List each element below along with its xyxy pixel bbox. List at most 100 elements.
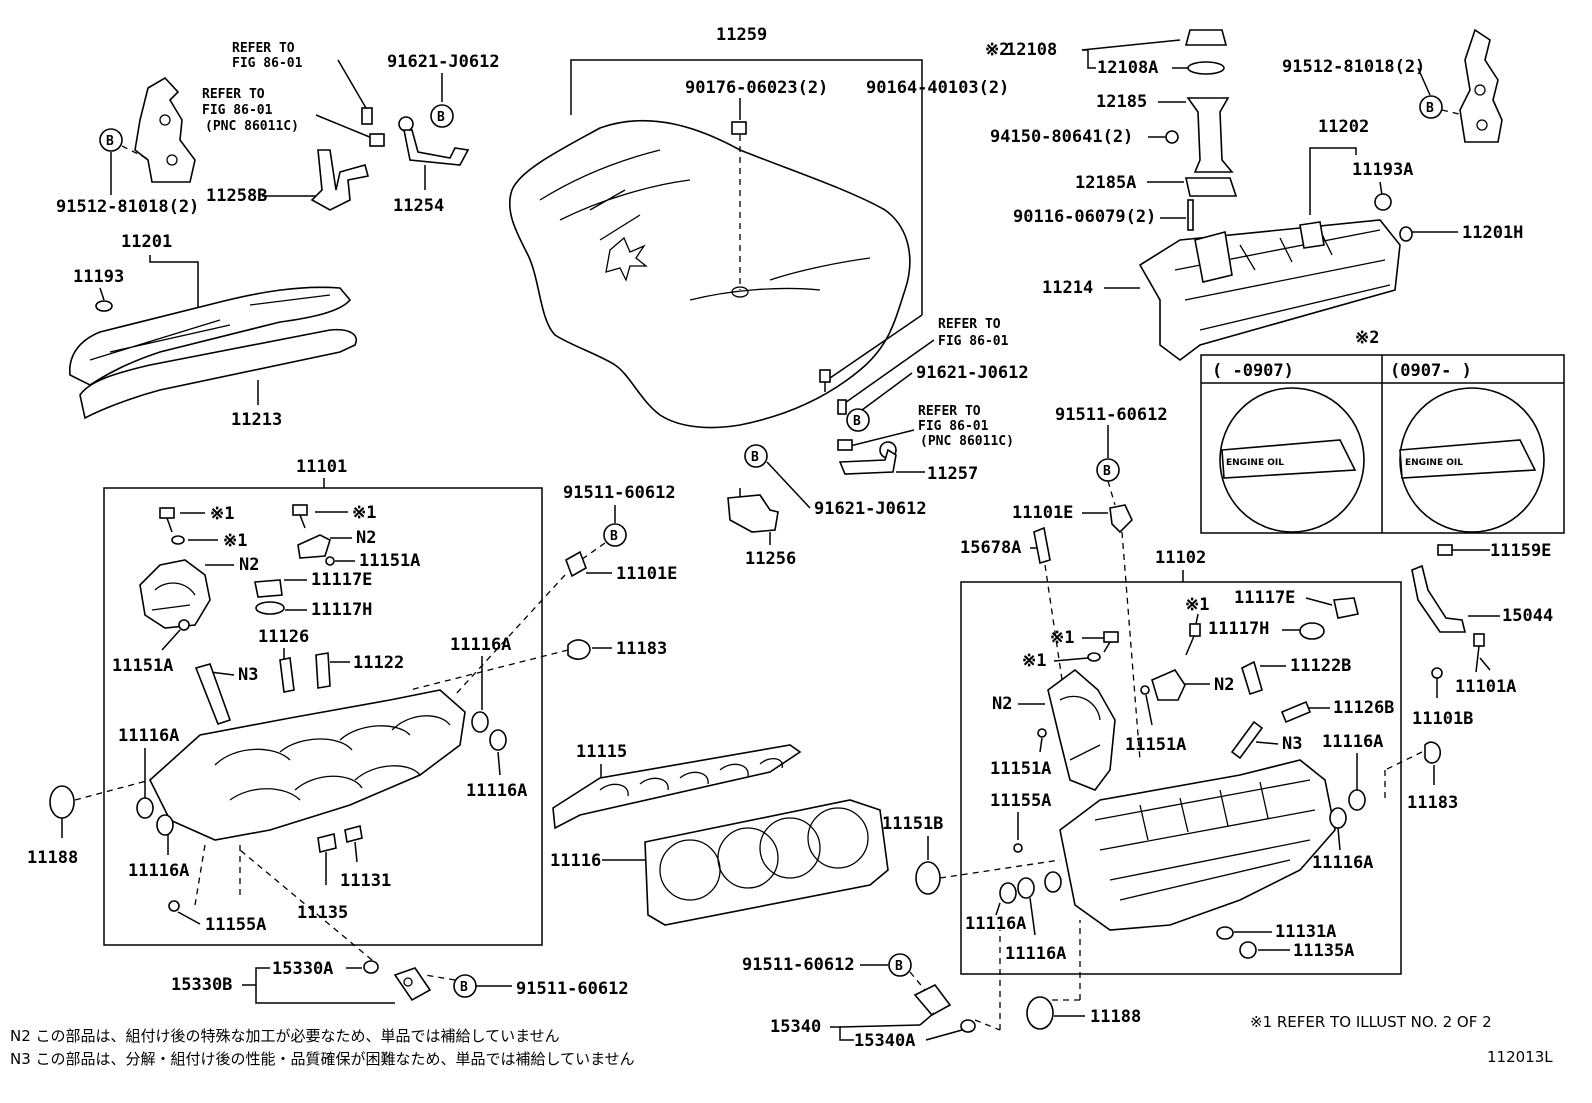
bracket-11256	[727, 494, 779, 533]
label-11116a-l4: 11116A	[128, 861, 189, 881]
note-star1: ※1 REFER TO ILLUST NO. 2 OF 2	[1250, 1013, 1492, 1031]
label-94150: 94150-80641(2)	[990, 127, 1133, 147]
label-11151a-r1: 11151A	[1125, 735, 1186, 755]
label-11116a-l2: 11116A	[466, 781, 527, 801]
cam-housing-right	[1047, 668, 1116, 791]
star1-b: ※1	[223, 531, 247, 551]
b-text-8: B	[460, 980, 468, 995]
label-11116a-r1: 11116A	[965, 914, 1026, 934]
b-mark-9	[888, 953, 912, 977]
cap-text-old: ENGINE OIL	[1226, 458, 1284, 468]
bracket-11257	[838, 448, 897, 475]
nut-90176	[731, 121, 747, 135]
bottom-parts: 15330B 15330A B 91511-60612 91511-60612 …	[171, 849, 1141, 1051]
seal-11151b	[915, 861, 941, 895]
b-mark-1	[430, 104, 454, 128]
left-box-connectors: 91511-60612 B 11101E 11183	[409, 483, 677, 696]
refer-fig-1: FIG 86-01	[232, 56, 303, 71]
n2-d: N2	[992, 694, 1012, 714]
label-91511-bottom: 91511-60612	[516, 979, 629, 999]
label-11256: 11256	[745, 549, 796, 569]
label-90116: 90116-06079(2)	[1013, 207, 1156, 227]
refer-text-4: REFER TO	[918, 404, 981, 419]
label-11101e-left: 11101E	[616, 564, 677, 584]
b-text-2: B	[106, 134, 114, 149]
plug-11188-right	[1026, 996, 1054, 1030]
pipe-15044	[1411, 564, 1467, 633]
label-11202: 11202	[1318, 117, 1369, 137]
n2-c: N2	[1214, 675, 1234, 695]
label-11213: 11213	[231, 410, 282, 430]
label-11117h-l: 11117H	[311, 600, 372, 620]
cam-cover-left	[69, 286, 352, 386]
label-11131: 11131	[340, 871, 391, 891]
cylinder-head-right-group: 11102 ※1 ※1 ※1 11117H 11117E 11122B 1112…	[960, 548, 1402, 975]
label-91512-left: 91512-81018(2)	[56, 197, 199, 217]
b-text-5: B	[751, 450, 759, 465]
gasket-11116	[644, 799, 889, 926]
label-15330b: 15330B	[171, 975, 232, 995]
sensor-15678a	[1033, 526, 1051, 565]
label-11183-left: 11183	[616, 639, 667, 659]
n3-a: N3	[238, 665, 258, 685]
label-91511-mid: 91511-60612	[1055, 405, 1168, 425]
box-11102	[960, 581, 1402, 975]
box-11101	[103, 487, 543, 946]
label-11188-r: 11188	[1090, 1007, 1141, 1027]
label-star2-top: ※2	[985, 40, 1009, 60]
b-mark-5	[744, 444, 768, 468]
label-91511-low: 91511-60612	[742, 955, 855, 975]
label-12108a: 12108A	[1097, 58, 1158, 78]
note-n2: N2 この部品は、組付け後の特殊な加工が必要なため、単品では補給していません	[10, 1027, 560, 1045]
inset-marker: ※2	[1355, 328, 1379, 348]
valve-15340	[913, 983, 952, 1017]
b-mark-3	[1419, 95, 1443, 119]
label-91621-mid: 91621-J0612	[916, 363, 1029, 383]
inset-col2: (0907- )	[1390, 361, 1472, 381]
gasket-11213	[79, 328, 357, 420]
middle-brackets: REFER TO FIG 86-01 91621-J0612 B REFER T…	[727, 317, 1168, 761]
label-11115: 11115	[576, 742, 627, 762]
valve-15330	[393, 967, 432, 1002]
b-text-3: B	[1426, 101, 1434, 116]
refer-fig-3: FIG 86-01	[938, 334, 1009, 349]
label-12185a: 12185A	[1075, 173, 1136, 193]
label-91512-right: 91512-81018(2)	[1282, 57, 1425, 77]
top-left-brackets: REFER TO FIG 86-01 REFER TO FIG 86-01 (P…	[56, 41, 500, 217]
gaskets-middle: 11115 11116 11151B	[550, 742, 1061, 926]
label-11116a-r3: 11116A	[1322, 732, 1383, 752]
label-11117e-r: 11117E	[1234, 588, 1295, 608]
refer-pnc-2: (PNC 86011C)	[205, 119, 299, 134]
label-11254: 11254	[393, 196, 444, 216]
label-11101a: 11101A	[1455, 677, 1516, 697]
label-11183-right: 11183	[1407, 793, 1458, 813]
refer-text-2: REFER TO	[202, 87, 265, 102]
cap-text-new: ENGINE OIL	[1405, 458, 1463, 468]
label-11135: 11135	[297, 903, 348, 923]
label-11101b: 11101B	[1412, 709, 1473, 729]
oil-cap-gasket	[1187, 61, 1225, 75]
label-11135a: 11135A	[1293, 941, 1354, 961]
label-11214: 11214	[1042, 278, 1093, 298]
refer-text-1: REFER TO	[232, 41, 295, 56]
cylinder-head-left	[149, 689, 466, 841]
label-91511-left: 91511-60612	[563, 483, 676, 503]
label-11258b: 11258B	[206, 186, 267, 206]
b-text-4: B	[853, 414, 861, 429]
hanger-left	[134, 76, 196, 183]
label-11117e-l: 11117E	[311, 570, 372, 590]
n3-b: N3	[1282, 734, 1302, 754]
b-mark-7	[603, 523, 627, 547]
label-11126b: 11126B	[1333, 698, 1394, 718]
label-11201: 11201	[121, 232, 172, 252]
label-91621-top: 91621-J0612	[387, 52, 500, 72]
plug-11188-left	[49, 785, 75, 819]
refer-text-3: REFER TO	[938, 317, 1001, 332]
gasket-12185a	[1185, 177, 1238, 197]
label-11259: 11259	[716, 25, 767, 45]
b-text-9: B	[895, 959, 903, 974]
label-11117h-r: 11117H	[1208, 619, 1269, 639]
refer-fig-2: FIG 86-01	[202, 103, 273, 118]
bracket-11254	[403, 129, 470, 166]
